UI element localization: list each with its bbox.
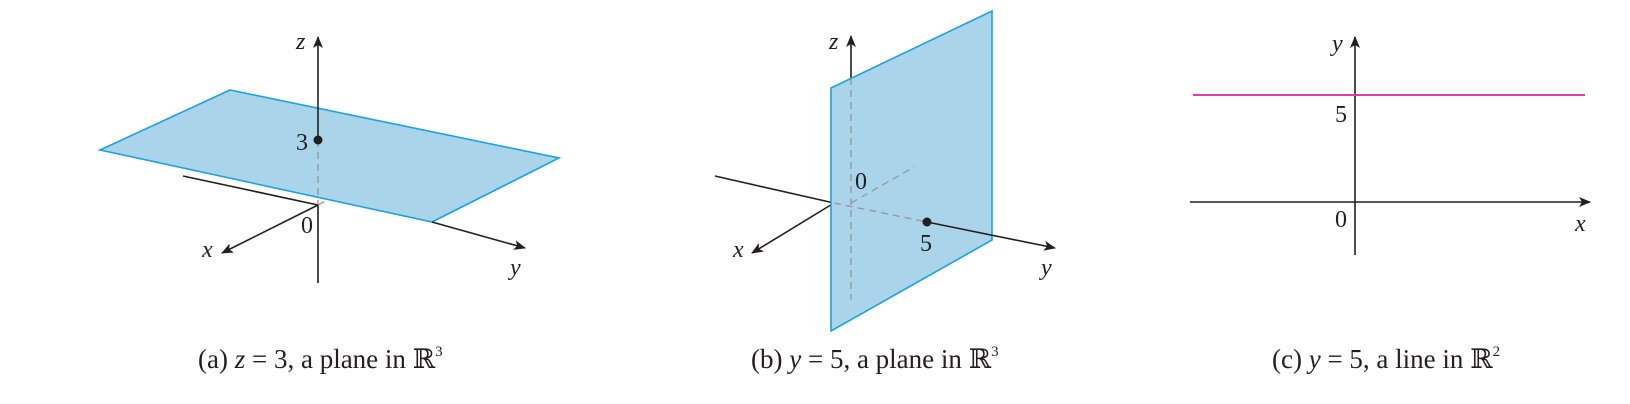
caption-c-prefix: (c) xyxy=(1272,344,1309,374)
panel-a-y-axis xyxy=(431,221,526,250)
panel-c-y-label: y xyxy=(1330,31,1343,57)
panel-b-point xyxy=(922,217,932,227)
panel-c-point-label: 5 xyxy=(1335,102,1347,128)
panel-a-origin-label: 0 xyxy=(301,213,313,239)
panel-a-y-axis-back xyxy=(182,175,319,206)
panel-a-z-label: z xyxy=(295,29,306,55)
panel-a-x-axis xyxy=(221,204,319,254)
caption-a: (a) z = 3, a plane in ℝ3 xyxy=(198,344,443,375)
caption-b: (b) y = 5, a plane in ℝ3 xyxy=(751,344,999,375)
caption-c-equation: = 5, a line in xyxy=(1320,344,1471,374)
panel-b-hidden-x-dash xyxy=(850,166,915,204)
panel-b-z-label: z xyxy=(828,29,839,55)
panel-a-x-label: x xyxy=(201,237,213,263)
caption-a-prefix: (a) xyxy=(198,344,235,374)
panel-c: y 5 0 x xyxy=(1190,31,1591,255)
caption-a-power: 3 xyxy=(435,344,443,360)
panel-b-x-axis xyxy=(751,202,835,254)
caption-b-variable: y xyxy=(789,344,802,374)
caption-c-power: 2 xyxy=(1492,344,1501,360)
panel-a: z 3 0 x y xyxy=(97,29,562,283)
panel-b-origin-label: 0 xyxy=(855,169,867,195)
caption-a-equation: = 3, a plane in xyxy=(245,344,413,374)
panel-a-point xyxy=(313,135,323,145)
caption-b-power: 3 xyxy=(991,344,999,360)
panel-b-y-label: y xyxy=(1039,255,1052,281)
caption-c-variable: y xyxy=(1308,344,1321,374)
panel-b: z 0 5 x y xyxy=(714,9,1056,333)
panel-a-point-label: 3 xyxy=(296,130,308,156)
panel-b-x-label: x xyxy=(732,237,744,263)
panel-a-y-label: y xyxy=(508,255,521,281)
caption-a-space: ℝ xyxy=(412,344,436,375)
panel-c-origin-label: 0 xyxy=(1335,207,1347,233)
panel-b-hidden-y-dash xyxy=(833,202,928,223)
panel-c-x-label: x xyxy=(1574,211,1586,237)
panel-b-point-label: 5 xyxy=(920,231,932,257)
panel-b-y-axis-back xyxy=(714,175,835,204)
caption-b-prefix: (b) xyxy=(751,344,790,374)
panel-b-plane xyxy=(830,9,993,333)
caption-c: (c) y = 5, a line in ℝ2 xyxy=(1272,344,1500,375)
panel-b-y-axis xyxy=(926,221,1056,251)
panel-a-plane xyxy=(97,89,562,223)
caption-b-equation: = 5, a plane in xyxy=(801,344,969,374)
caption-b-space: ℝ xyxy=(968,344,992,375)
caption-a-variable: z xyxy=(234,344,246,374)
caption-c-space: ℝ xyxy=(1470,344,1493,375)
